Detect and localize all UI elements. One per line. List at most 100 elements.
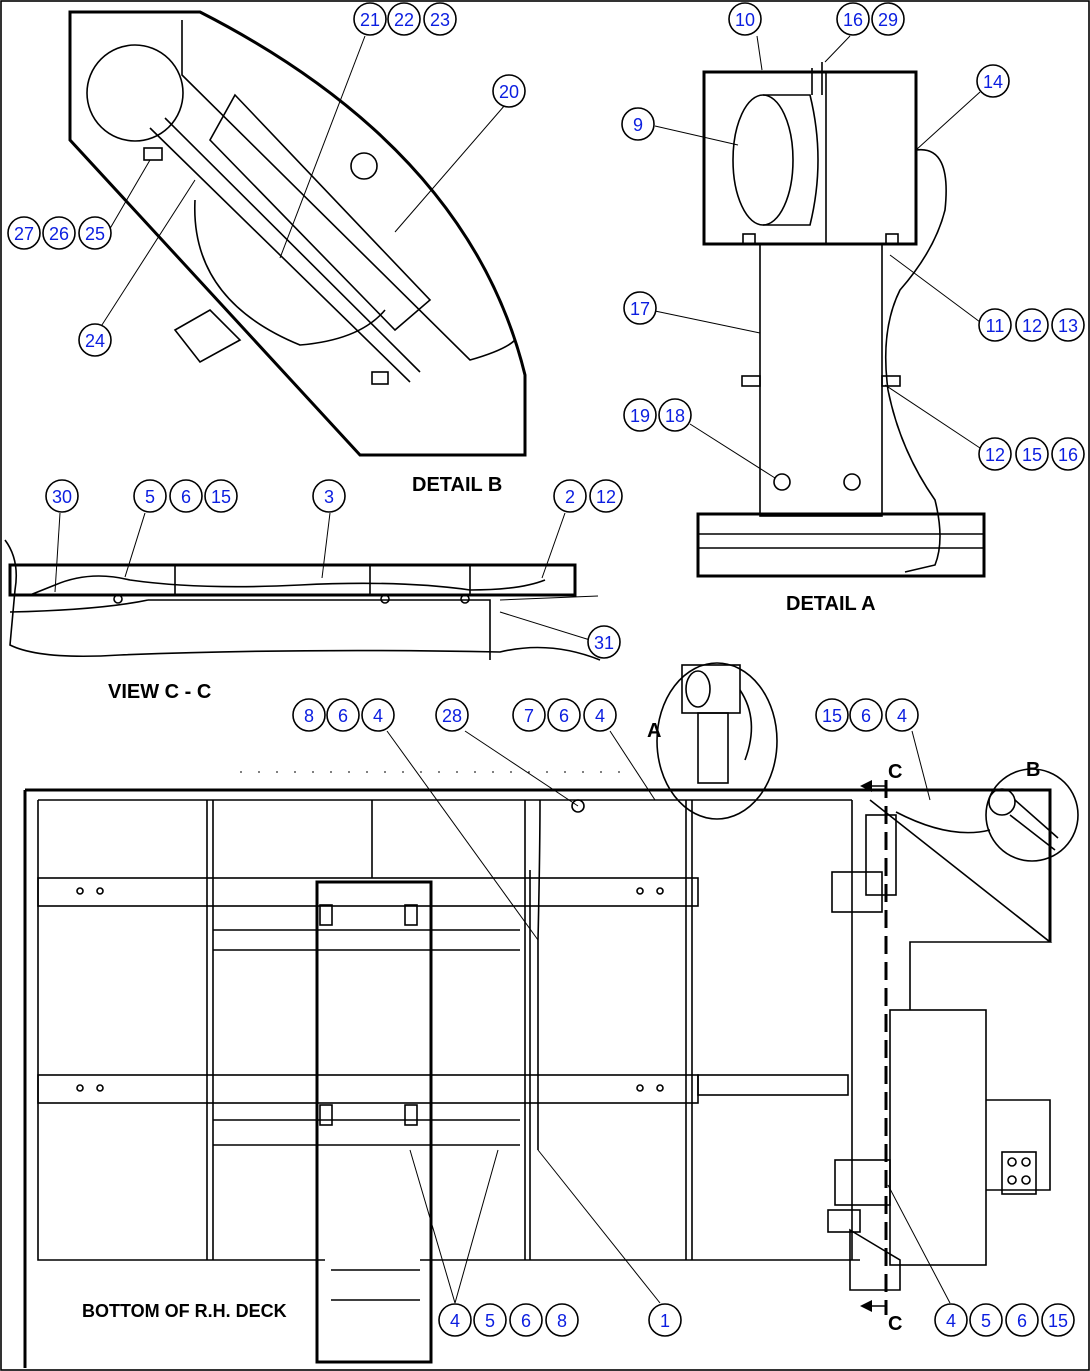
callout-bubble-a19: 19	[623, 398, 657, 432]
callout-number: 26	[49, 224, 69, 244]
callout-bubble-a29: 29	[871, 2, 905, 36]
callout-bubble-c5: 5	[133, 479, 167, 513]
callout-number: 8	[557, 1311, 567, 1331]
callout-bubble-b25: 25	[78, 216, 112, 250]
callout-bubble-n5: 5	[473, 1303, 507, 1337]
callout-number: 6	[181, 487, 191, 507]
callout-bubble-b21: 21	[353, 2, 387, 36]
callout-bubble-b20: 20	[492, 74, 526, 108]
callout-number: 4	[897, 706, 907, 726]
callout-b-label: B	[1026, 759, 1040, 781]
callout-bubble-m6c: 6	[849, 698, 883, 732]
callout-bubble-a10: 10	[728, 2, 762, 36]
callout-bubble-n1: 1	[648, 1303, 682, 1337]
callout-number: 4	[373, 706, 383, 726]
callout-number: 5	[981, 1311, 991, 1331]
callout-number: 6	[521, 1311, 531, 1331]
bottom-view-label: BOTTOM OF R.H. DECK	[82, 1301, 287, 1321]
callout-bubble-b22: 22	[387, 2, 421, 36]
view-cc-drawing	[4, 539, 601, 661]
detail-b-label: DETAIL B	[412, 474, 502, 496]
main-view-drawing	[23, 662, 1079, 1368]
callout-number: 21	[360, 10, 380, 30]
callout-number: 27	[14, 224, 34, 244]
callout-bubble-m4: 4	[361, 698, 395, 732]
callout-bubble-a11: 11	[978, 308, 1012, 342]
callout-bubble-r5: 5	[969, 1303, 1003, 1337]
callout-bubble-b26: 26	[42, 216, 76, 250]
callout-bubble-r4: 4	[934, 1303, 968, 1337]
callout-number: 17	[630, 299, 650, 319]
callout-number: 6	[861, 706, 871, 726]
callout-bubble-a16b: 16	[1051, 437, 1085, 471]
callout-number: 12	[596, 487, 616, 507]
callout-bubble-m7: 7	[512, 698, 546, 732]
callout-bubble-c3: 3	[312, 479, 346, 513]
callout-number: 20	[499, 82, 519, 102]
callout-number: 5	[485, 1311, 495, 1331]
callout-number: 1	[660, 1311, 670, 1331]
callout-bubble-c6: 6	[169, 479, 203, 513]
callout-number: 15	[1048, 1311, 1068, 1331]
callout-bubble-m6b: 6	[547, 698, 581, 732]
callout-number: 15	[822, 706, 842, 726]
callout-number: 15	[211, 487, 231, 507]
callout-bubble-a9: 9	[621, 107, 655, 141]
callout-bubble-c31: 31	[587, 625, 621, 659]
callout-bubble-a14: 14	[976, 64, 1010, 98]
callout-bubble-c30: 30	[45, 479, 79, 513]
callout-bubble-c15: 15	[204, 479, 238, 513]
callout-bubble-a13: 13	[1051, 308, 1085, 342]
callout-number: 6	[559, 706, 569, 726]
callout-bubble-c12: 12	[589, 479, 623, 513]
callout-number: 7	[524, 706, 534, 726]
detail-a-drawing	[696, 62, 986, 578]
callout-number: 15	[1022, 445, 1042, 465]
callout-number: 16	[1058, 445, 1078, 465]
callout-number: 29	[878, 10, 898, 30]
callout-number: 4	[595, 706, 605, 726]
callout-bubble-m8: 8	[292, 698, 326, 732]
callout-number: 16	[843, 10, 863, 30]
callout-number: 30	[52, 487, 72, 507]
callout-number: 8	[304, 706, 314, 726]
callout-bubble-m28: 28	[435, 698, 469, 732]
callout-bubble-r6: 6	[1005, 1303, 1039, 1337]
callout-bubble-a12a: 12	[1015, 308, 1049, 342]
callout-bubble-a12b: 12	[978, 437, 1012, 471]
callout-number: 12	[985, 445, 1005, 465]
callout-number: 22	[394, 10, 414, 30]
section-c-top-label: C	[888, 761, 902, 783]
callout-bubble-n6: 6	[509, 1303, 543, 1337]
callout-bubble-a15: 15	[1015, 437, 1049, 471]
callout-number: 31	[594, 633, 614, 653]
callout-bubble-n4: 4	[438, 1303, 472, 1337]
callout-number: 9	[633, 115, 643, 135]
callout-number: 3	[324, 487, 334, 507]
callout-bubble-m6: 6	[326, 698, 360, 732]
callout-bubble-r15: 15	[1041, 1303, 1075, 1337]
leader-lines	[54, 35, 981, 1304]
callout-bubble-c2: 2	[553, 479, 587, 513]
callout-number: 19	[630, 406, 650, 426]
callout-bubble-a18: 18	[658, 398, 692, 432]
callout-bubble-a16: 16	[836, 2, 870, 36]
callout-number: 28	[442, 706, 462, 726]
callout-number: 18	[665, 406, 685, 426]
callout-number: 25	[85, 224, 105, 244]
callout-number: 5	[145, 487, 155, 507]
detail-b-drawing	[68, 10, 527, 457]
detail-a-label: DETAIL A	[786, 593, 876, 615]
callout-number: 24	[85, 331, 105, 351]
callout-number: 13	[1058, 316, 1078, 336]
callout-number: 14	[983, 72, 1003, 92]
callout-bubble-n8: 8	[545, 1303, 579, 1337]
callout-bubble-m15: 15	[815, 698, 849, 732]
callout-bubble-a17: 17	[623, 291, 657, 325]
callout-a-label: A	[647, 720, 661, 742]
callout-number: 6	[1017, 1311, 1027, 1331]
callout-bubble-m4c: 4	[885, 698, 919, 732]
